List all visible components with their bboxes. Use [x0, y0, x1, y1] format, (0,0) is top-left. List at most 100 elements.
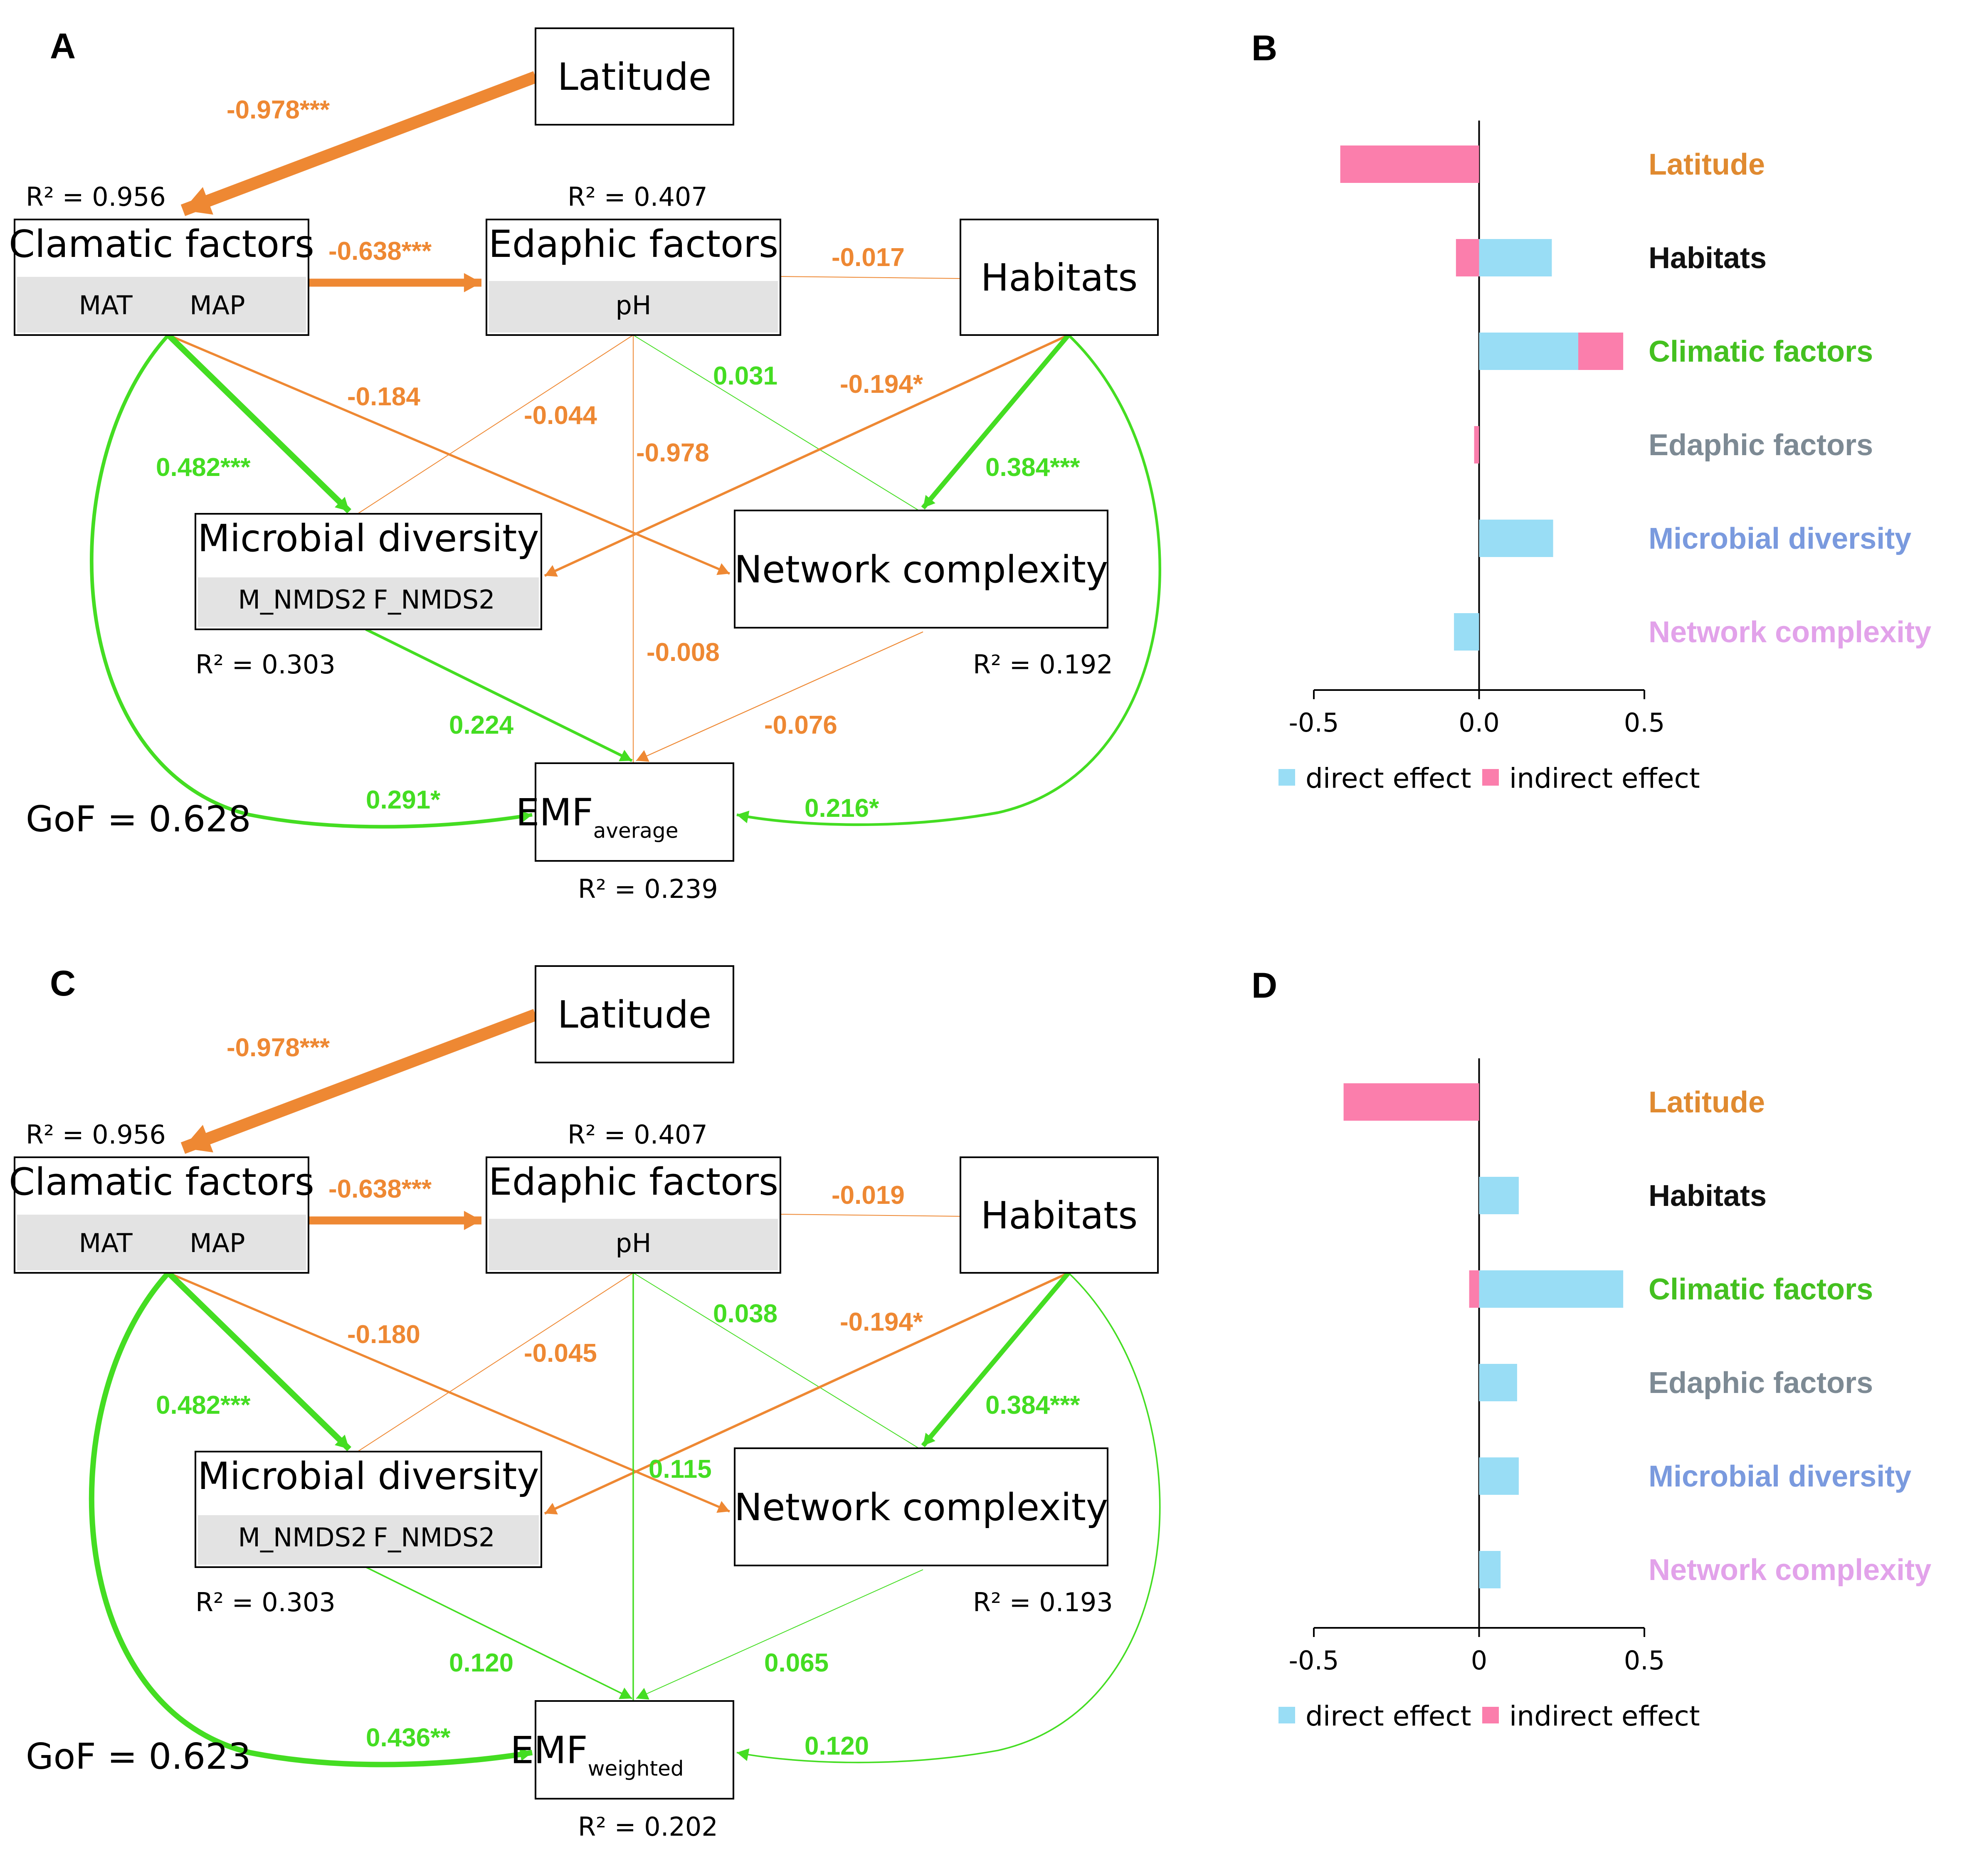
path-micro-emf: [365, 628, 633, 762]
box-microbial-label: Microbial diversity: [197, 517, 539, 560]
path-hab-net: [921, 1271, 1071, 1447]
legend-label-indirect: indirect effect: [1509, 1700, 1700, 1732]
coef-edaph-emf-b: -0.008: [647, 638, 720, 667]
bar-direct-effect-4: [1479, 520, 1553, 557]
arrow-head: [923, 1432, 935, 1446]
arrow-head: [519, 1748, 532, 1761]
path-hab-net: [921, 333, 1071, 510]
panel-letter-c: C: [50, 964, 76, 1003]
box-edaphic-r2: R² = 0.407: [568, 182, 708, 212]
box-network-r2: R² = 0.193: [973, 1587, 1113, 1617]
bar-direct-effect-2: [1479, 1270, 1624, 1308]
x-tick-label: 0.5: [1624, 1645, 1665, 1676]
legend-label-direct: direct effect: [1306, 762, 1471, 794]
bar-indirect-effect-2: [1578, 333, 1624, 370]
box-microbial-variables: [198, 1515, 539, 1565]
panel-letter-d: D: [1251, 966, 1277, 1006]
box-network-frame: [734, 1447, 1108, 1566]
bar-direct-effect-4: [1479, 1457, 1519, 1495]
path-net-emf: [636, 1569, 923, 1699]
arrow-head: [716, 563, 730, 575]
x-tick-label: 0: [1471, 1645, 1487, 1676]
coef-clim-micro: 0.482***: [156, 1391, 251, 1420]
category-label-4: Microbial diversity: [1649, 1460, 1911, 1493]
box-microbial-var-2: F_NMDS2: [373, 584, 495, 615]
box-latitude-frame: [535, 27, 734, 126]
box-microbial-label: Microbial diversity: [197, 1454, 539, 1498]
coef-hab-net: 0.384***: [985, 1391, 1080, 1420]
box-climatic-r2: R² = 0.956: [26, 1119, 166, 1150]
coef-hab-micro: -0.194*: [840, 370, 923, 399]
box-emf-frame: [535, 1700, 734, 1800]
legend-swatch-direct: [1278, 769, 1295, 786]
coef-hab-emf: 0.120: [805, 1732, 869, 1760]
category-label-0: Latitude: [1649, 148, 1765, 181]
coef-edaph-micro: -0.044: [524, 401, 597, 430]
coef-clim-edaph: -0.638***: [328, 1175, 432, 1203]
path-lat-clim: [180, 1009, 538, 1154]
arrow-head: [335, 497, 349, 511]
box-climatic-var-2: MAP: [190, 1228, 245, 1258]
box-climatic-var-2: MAP: [190, 290, 245, 320]
bar-indirect-effect-0: [1343, 1083, 1479, 1121]
box-climatic-label: Clamatic factors: [9, 222, 314, 266]
panel-letter-a: A: [50, 26, 76, 66]
path-clim-emf: [90, 334, 533, 829]
box-emf-r2: R² = 0.202: [578, 1812, 718, 1842]
panel-c: C -0.978***-0.638***-0.019-0.180-0.0450.…: [9, 964, 1161, 1842]
path-edaph-net: [633, 1272, 919, 1449]
box-latitude-label: Latitude: [558, 55, 711, 99]
box-microbial-var-1: M_NMDS2: [238, 584, 367, 615]
box-latitude-label: Latitude: [558, 993, 711, 1037]
category-label-1: Habitats: [1649, 242, 1767, 275]
coef-net-emf: -0.076: [764, 711, 837, 740]
arrow-head: [464, 273, 481, 293]
coef-clim-edaph: -0.638***: [328, 237, 432, 266]
box-climatic-var-1: MAT: [79, 290, 133, 320]
box-network-label: Network complexity: [734, 1486, 1108, 1529]
arrow-head: [183, 1124, 213, 1153]
box-habitats: Habitats: [960, 219, 1159, 336]
coef-edaph-emf: -0.978: [636, 439, 709, 467]
box-latitude: Latitude: [535, 27, 734, 126]
coef-hab-emf: 0.216*: [805, 794, 879, 823]
coef-lat-clim: -0.978***: [227, 1033, 330, 1062]
arrow-head: [636, 750, 649, 762]
coef-clim-net: -0.184: [347, 382, 420, 411]
bar-direct-effect-1: [1479, 239, 1552, 276]
box-network-frame: [734, 510, 1108, 629]
coef-micro-emf: 0.120: [449, 1649, 513, 1677]
bar-direct-effect-5: [1479, 1551, 1501, 1588]
path-clim-micro: [166, 1270, 352, 1452]
coef-hab-micro: -0.194*: [840, 1308, 923, 1336]
category-label-3: Edaphic factors: [1649, 1366, 1873, 1400]
path-net-emf: [636, 631, 923, 762]
arrow-head: [737, 811, 750, 823]
box-habitats-label: Habitats: [981, 256, 1138, 300]
path-clim-micro: [166, 333, 352, 514]
box-edaphic-r2: R² = 0.407: [568, 1119, 708, 1150]
path-hab-emf: [736, 1272, 1161, 1763]
bar-direct-effect-3: [1479, 1364, 1517, 1401]
path-hab-micro: [544, 1272, 1069, 1515]
box-edaphic-variables: [489, 281, 778, 333]
box-habitats-frame: [960, 1156, 1159, 1274]
arrow-head: [619, 1687, 632, 1699]
arrow-head: [519, 810, 532, 823]
panel-a-gof: GoF = 0.628: [26, 799, 251, 840]
category-label-3: Edaphic factors: [1649, 429, 1873, 462]
path-clim-emf: [89, 1271, 533, 1768]
arrow-head: [545, 565, 558, 577]
category-label-5: Network complexity: [1649, 1553, 1931, 1587]
arrow-head: [636, 1688, 649, 1700]
coef-clim-emf: 0.436**: [366, 1723, 451, 1752]
panel-letter-b: B: [1251, 28, 1277, 68]
